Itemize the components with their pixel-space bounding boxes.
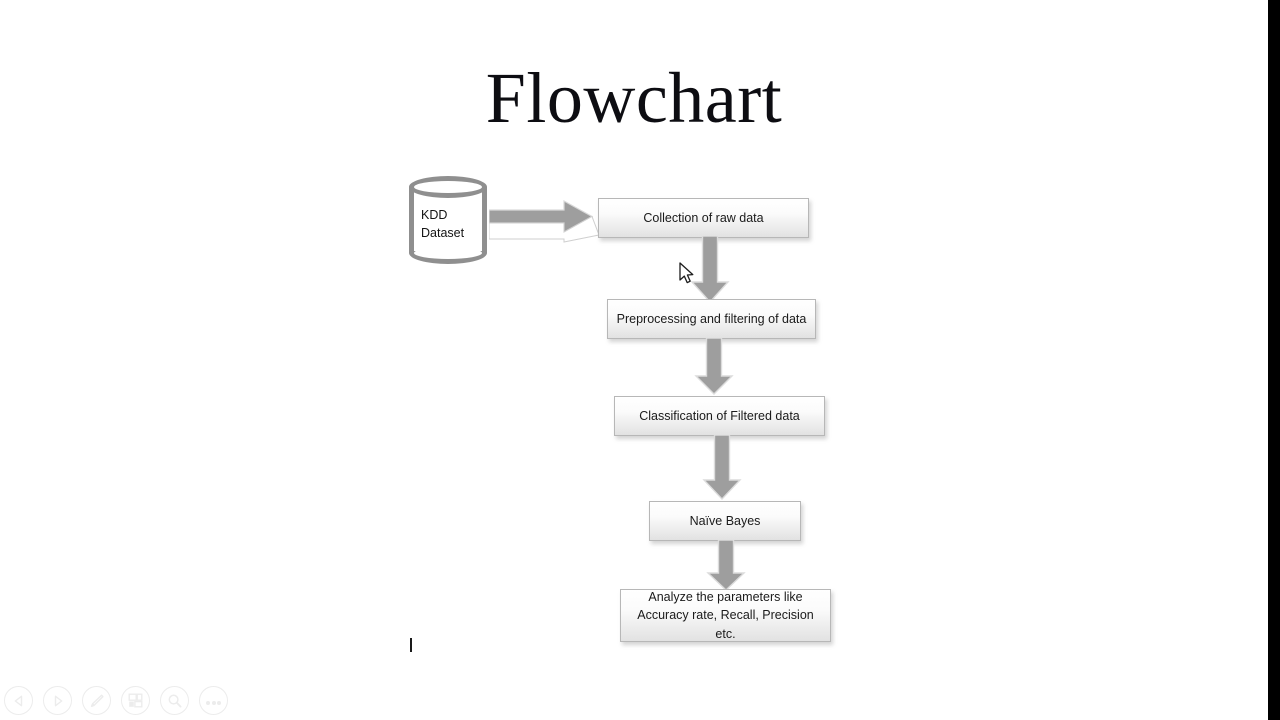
letterbox-bar-right xyxy=(1268,0,1280,720)
magnifier-icon xyxy=(168,694,182,708)
node-naive-bayes-label: Naïve Bayes xyxy=(689,513,761,528)
slide-overview-button[interactable] xyxy=(121,686,150,715)
triangle-left-icon xyxy=(14,695,22,706)
node-collection-label: Collection of raw data xyxy=(643,210,764,225)
node-kdd-dataset-label: KDD Dataset xyxy=(421,206,481,242)
node-preprocessing-label: Preprocessing and filtering of data xyxy=(616,311,807,326)
presentation-toolbar xyxy=(4,686,228,715)
ellipsis-icon xyxy=(205,692,222,710)
more-options-button[interactable] xyxy=(199,686,228,715)
next-slide-button[interactable] xyxy=(43,686,72,715)
node-collection[interactable]: Collection of raw data xyxy=(598,198,809,238)
triangle-right-icon xyxy=(54,695,62,706)
pen-tool-button[interactable] xyxy=(82,686,111,715)
previous-slide-button[interactable] xyxy=(4,686,33,715)
slides-grid-icon xyxy=(128,693,143,708)
edge-dataset-to-collection xyxy=(489,199,600,243)
text-caret xyxy=(410,638,412,652)
node-naive-bayes[interactable]: Naïve Bayes xyxy=(649,501,801,541)
node-analyze-line1: Analyze the parameters like xyxy=(648,590,803,605)
node-preprocessing[interactable]: Preprocessing and filtering of data xyxy=(607,299,816,339)
node-kdd-dataset[interactable]: KDD Dataset xyxy=(409,176,487,264)
zoom-button[interactable] xyxy=(160,686,189,715)
pen-icon xyxy=(90,694,104,707)
node-analyze-line2: Accuracy rate, Recall, Precision etc. xyxy=(637,608,814,641)
arrow-cursor xyxy=(679,262,694,284)
edge-classification-to-naive-bayes xyxy=(702,435,742,501)
node-kdd-dataset-line2: Dataset xyxy=(421,226,465,240)
node-kdd-dataset-line1: KDD xyxy=(421,208,448,222)
node-classification-label: Classification of Filtered data xyxy=(639,408,800,423)
node-classification[interactable]: Classification of Filtered data xyxy=(614,396,825,436)
node-analyze[interactable]: Analyze the parameters like Accuracy rat… xyxy=(620,589,831,642)
edge-preprocessing-to-classification xyxy=(694,338,734,395)
edge-naive-bayes-to-analyze xyxy=(706,540,746,591)
cylinder-top-ellipse xyxy=(409,176,487,198)
page-title: Flowchart xyxy=(485,58,783,138)
cylinder-body xyxy=(409,187,487,253)
edge-collection-to-preprocessing xyxy=(690,236,730,304)
